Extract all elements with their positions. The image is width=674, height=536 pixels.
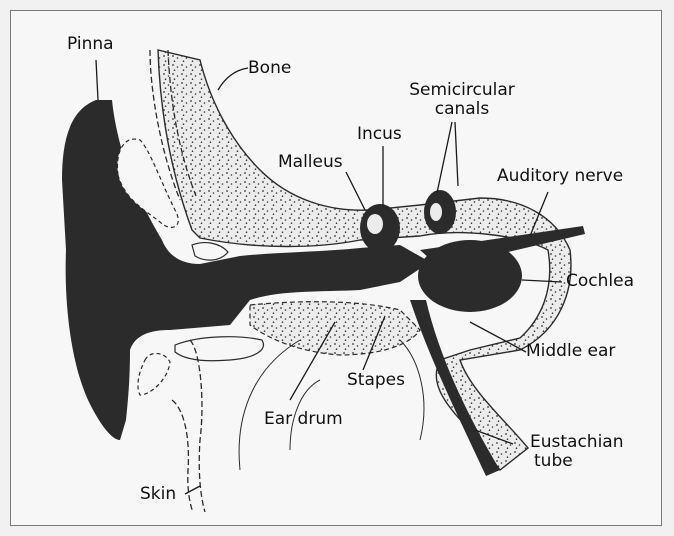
incus-highlight: [430, 203, 442, 221]
leader-skin: [185, 486, 200, 494]
label-bone: Bone: [248, 60, 291, 77]
label-malleus: Malleus: [278, 154, 343, 171]
leader-malleus: [346, 172, 365, 210]
label-eustachian-line2: tube: [530, 453, 624, 470]
tympanic-lines: [239, 340, 424, 470]
skull-fold: [192, 243, 228, 261]
leader-pinna: [96, 60, 98, 100]
label-cochlea: Cochlea: [566, 273, 634, 290]
label-semicircular-line2: canals: [407, 101, 517, 118]
pinna-fold-lower: [138, 353, 170, 395]
label-skin: Skin: [140, 486, 176, 503]
malleus-highlight: [367, 214, 383, 234]
label-auditory-nerve: Auditory nerve: [497, 168, 623, 185]
leader-semicircular-1: [437, 122, 452, 193]
eustachian-tube-shape: [410, 300, 500, 476]
label-eustachian-tube: Eustachian tube: [530, 434, 624, 470]
label-pinna: Pinna: [67, 36, 114, 53]
label-ear-drum: Ear drum: [264, 411, 343, 428]
label-semicircular-line1: Semicircular: [407, 82, 517, 99]
label-stapes: Stapes: [347, 372, 405, 389]
lower-temporal-bone: [250, 302, 420, 355]
label-incus: Incus: [357, 126, 402, 143]
concha-fold: [175, 337, 263, 361]
leader-bone: [218, 68, 248, 90]
label-middle-ear: Middle ear: [526, 343, 615, 360]
leader-semicircular-2: [455, 122, 458, 186]
label-eustachian-line1: Eustachian: [530, 434, 624, 451]
label-semicircular-canals: Semicircular canals: [407, 82, 517, 118]
